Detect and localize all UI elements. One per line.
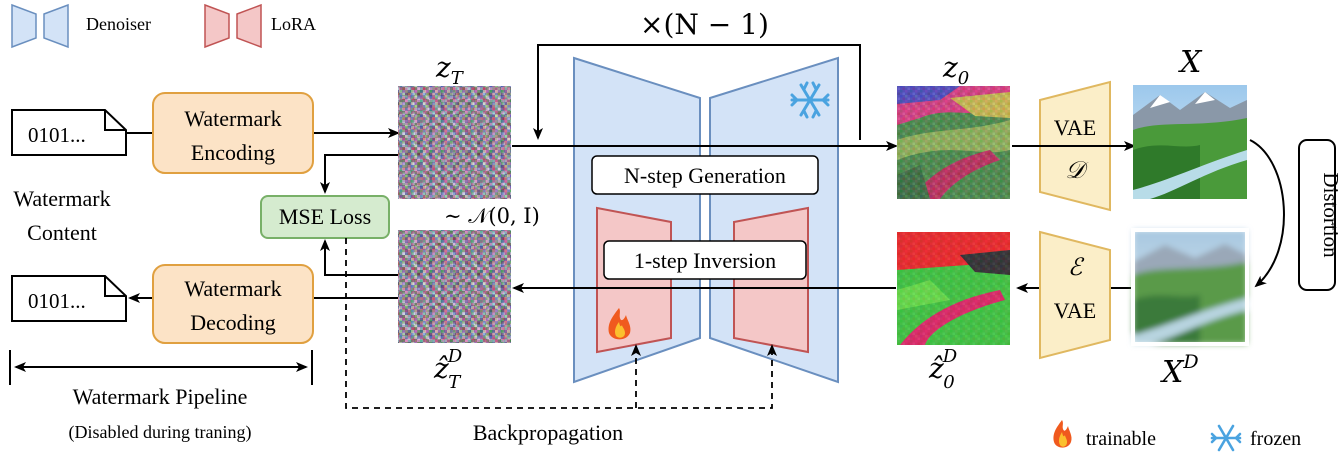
z0-label: z0 <box>942 51 969 89</box>
n-step-generation-label: N-step Generation <box>624 163 786 188</box>
watermark-encoding-line1: Watermark <box>184 106 281 131</box>
legend-lora-label: LoRA <box>271 14 316 34</box>
vae-encoder-symbol: ℰ <box>1068 253 1085 281</box>
legend-frozen-label: frozen <box>1250 428 1301 450</box>
fire-icon <box>608 308 631 340</box>
watermark-content-line1: Watermark <box>13 186 110 211</box>
noise-distribution-label: ∼ 𝒩(0, I) <box>444 204 540 228</box>
denoiser-unet <box>573 56 839 384</box>
legend-trainable-label: trainable <box>1086 428 1156 450</box>
pipeline-title: Watermark Pipeline <box>73 384 248 409</box>
watermark-decoding-line1: Watermark <box>184 276 281 301</box>
watermark-content-line2: Content <box>27 220 97 245</box>
zhatTD-noise-image <box>398 230 511 343</box>
x-label: X <box>1178 45 1203 80</box>
lora-decoder-half <box>733 206 809 354</box>
vae-encoder-block: ℰ VAE <box>1039 230 1111 360</box>
mse-loss-block: MSE Loss <box>260 195 390 239</box>
lora-encoder-half <box>596 206 672 354</box>
one-step-inversion-label: 1-step Inversion <box>634 248 776 273</box>
legend: Denoiser LoRA trainable frozen <box>11 3 1301 452</box>
one-step-inversion-box: 1-step Inversion <box>603 240 807 280</box>
pipeline-note: (Disabled during traning) <box>69 422 252 443</box>
snowflake-icon <box>790 81 830 119</box>
watermark-encoding-line2: Encoding <box>191 140 275 165</box>
mse-bottom-arrow <box>320 239 398 276</box>
x-image <box>1133 85 1247 199</box>
backprop-label: Backpropagation <box>473 420 623 445</box>
bits-in-text: 0101... <box>28 123 86 147</box>
watermark-decoding-line2: Decoding <box>190 310 276 335</box>
distortion-label: Distortion <box>1319 172 1341 258</box>
legend-denoiser-icon <box>11 3 69 49</box>
vae-decoder-name: VAE <box>1054 115 1096 140</box>
n-step-generation-box: N-step Generation <box>591 155 819 195</box>
vae-encoder-name: VAE <box>1054 298 1096 323</box>
z0-latent-image <box>897 86 1010 199</box>
zhat0D-latent-image <box>897 232 1010 345</box>
xd-image <box>1131 228 1249 346</box>
legend-lora-icon <box>204 3 262 49</box>
bits-in-doc: 0101... <box>11 109 127 156</box>
snowflake-icon <box>1210 424 1242 452</box>
mse-loss-label: MSE Loss <box>279 204 371 229</box>
loop-label: ×(N − 1) <box>640 8 769 41</box>
legend-denoiser-label: Denoiser <box>86 14 151 34</box>
distortion-arrow <box>1249 139 1285 288</box>
mse-top-arrow <box>320 154 398 194</box>
watermark-encoding-block: Watermark Encoding <box>152 92 314 174</box>
backprop-path <box>345 238 777 409</box>
xd-label: XD <box>1160 351 1199 390</box>
bits-out-text: 0101... <box>28 289 86 313</box>
distortion-box: Distortion <box>1298 139 1341 291</box>
zT-label: zT <box>435 51 465 89</box>
fire-icon <box>1053 420 1072 448</box>
loop-arrow <box>533 44 861 140</box>
zT-noise-image <box>398 86 511 199</box>
bits-out-doc: 0101... <box>11 275 127 322</box>
watermark-decoding-block: Watermark Decoding <box>152 264 314 344</box>
